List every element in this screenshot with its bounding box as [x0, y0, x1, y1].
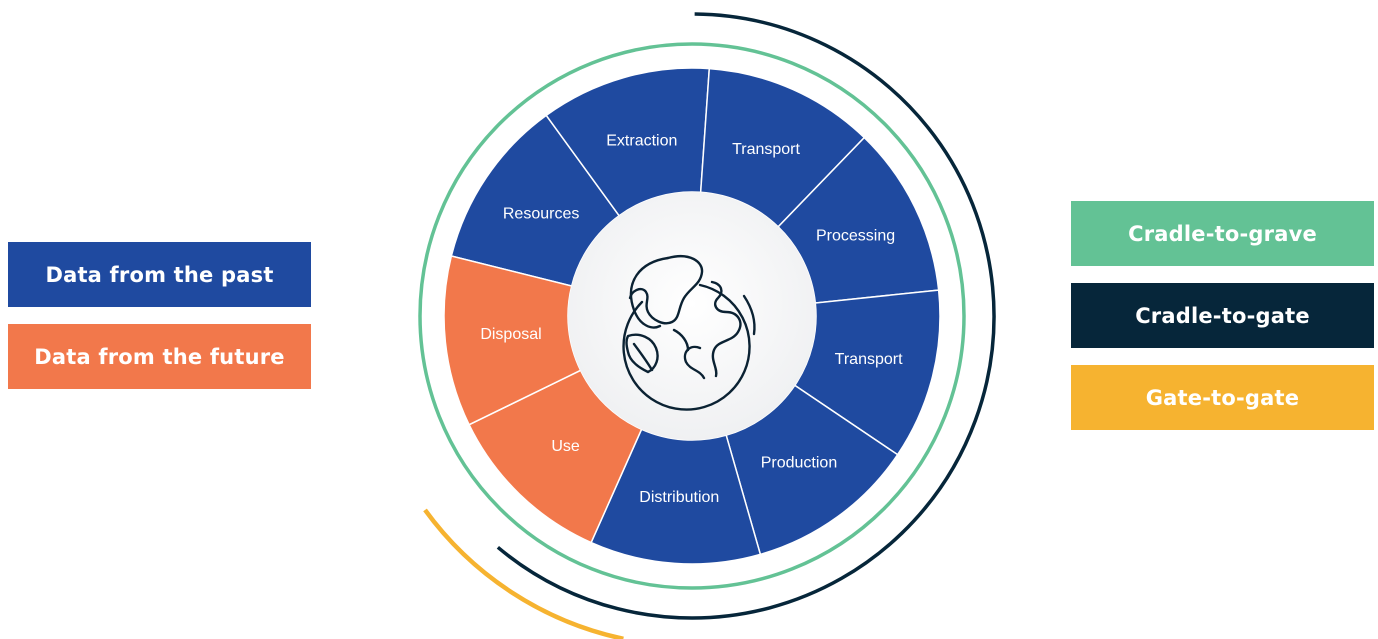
scope-gate-to-gate-label: Gate-to-gate [1145, 385, 1300, 410]
scope-cradle-to-gate-label: Cradle-to-gate [1135, 303, 1310, 328]
wheel-segment-label: Resources [503, 205, 579, 222]
scope-cradle-to-grave: Cradle-to-grave [1071, 201, 1374, 266]
legend-past-label: Data from the past [45, 262, 274, 287]
wheel-segment-label: Extraction [606, 132, 677, 149]
legend-future-label: Data from the future [34, 344, 285, 369]
scope-gate-to-gate: Gate-to-gate [1071, 365, 1374, 430]
wheel-segment-label: Transport [732, 141, 800, 158]
globe-leaf-icon [622, 255, 756, 411]
scope-cradle-to-gate: Cradle-to-gate [1071, 283, 1374, 348]
wheel-segment-label: Distribution [639, 489, 719, 506]
wheel-segment-label: Production [761, 454, 838, 471]
wheel-segment-label: Transport [835, 351, 903, 368]
wheel-segment-label: Disposal [480, 326, 541, 343]
cradle-to-grave-arc [418, 42, 966, 590]
legend-data-from-future: Data from the future [8, 324, 311, 389]
scope-cradle-to-grave-label: Cradle-to-grave [1128, 221, 1317, 246]
wheel-center-hub [568, 192, 816, 440]
wheel-segment-label: Use [551, 438, 580, 455]
gate-to-gate-arc [423, 508, 624, 639]
wheel-segment-label: Processing [816, 227, 895, 244]
legend-data-from-past: Data from the past [8, 242, 311, 307]
cradle-to-gate-arc [496, 12, 996, 620]
